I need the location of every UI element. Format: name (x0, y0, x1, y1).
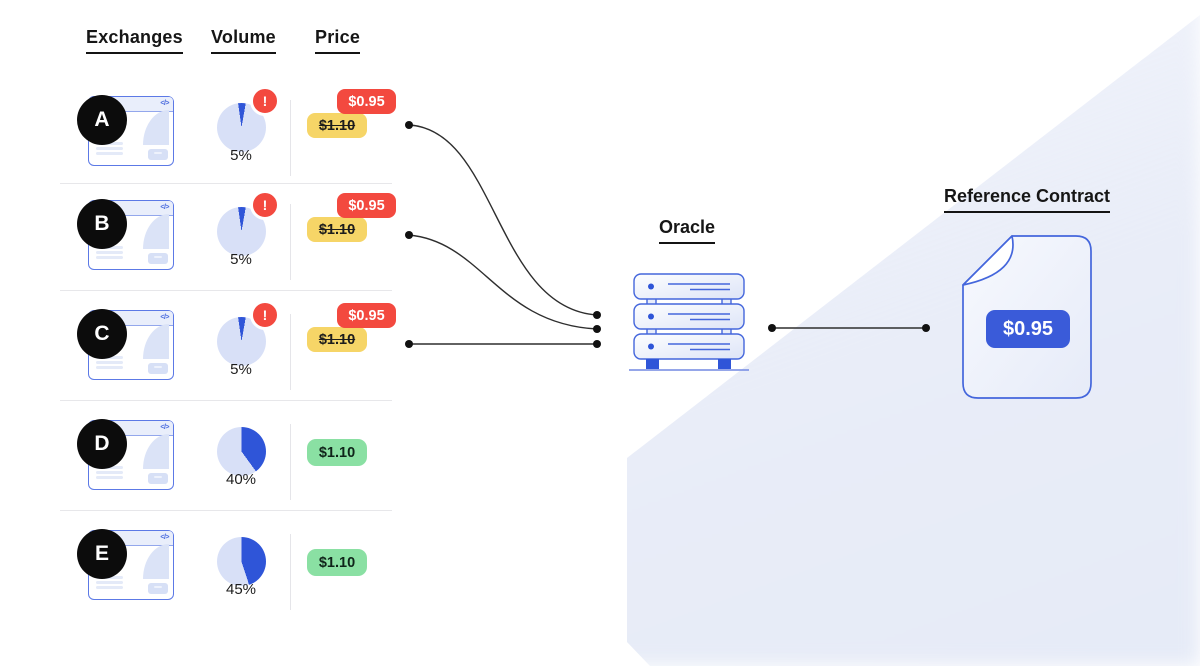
volume-percent-label: 5% (230, 251, 252, 268)
code-icon: </> (160, 424, 169, 431)
fair-price-badge: $1.10 (307, 549, 367, 576)
mini-button (148, 473, 168, 484)
exchange-letter-badge: C (77, 309, 127, 359)
volume-percent-label: 5% (230, 147, 252, 164)
code-icon: </> (160, 314, 169, 321)
volume-percent-label: 5% (230, 361, 252, 378)
code-icon: </> (160, 534, 169, 541)
exchange-letter-badge: D (77, 419, 127, 469)
manipulated-price-badge: $0.95 (337, 193, 396, 218)
alert-icon: ! (250, 300, 280, 330)
alert-icon: ! (250, 86, 280, 116)
row-divider (60, 510, 392, 511)
column-divider (290, 534, 291, 610)
code-icon: </> (160, 100, 169, 107)
connector-dot (768, 324, 776, 332)
column-divider (290, 314, 291, 390)
mini-chart-shape (143, 214, 169, 249)
column-header-exchanges: Exchanges (86, 27, 183, 54)
column-divider (290, 100, 291, 176)
exchange-row-a: </> A ! 5% $0.95 $1.10 (60, 86, 405, 198)
mini-chart-shape (143, 544, 169, 579)
mini-chart-shape (143, 324, 169, 359)
contract-price-badge: $0.95 (986, 310, 1070, 348)
exchange-letter-badge: E (77, 529, 127, 579)
manipulated-price-badge: $0.95 (337, 303, 396, 328)
exchange-row-b: </> B ! 5% $0.95 $1.10 (60, 190, 405, 302)
connector-dot (593, 340, 601, 348)
old-price-badge: $1.10 (307, 113, 367, 138)
exchange-row-e: </> E 45% $1.10 (60, 520, 405, 632)
volume-pie-chart (217, 427, 266, 476)
connector-dot (405, 340, 413, 348)
volume-pie-chart (217, 537, 266, 586)
alert-icon: ! (250, 190, 280, 220)
row-divider (60, 400, 392, 401)
connector-dot (593, 311, 601, 319)
exchange-letter-badge: B (77, 199, 127, 249)
mini-button (148, 253, 168, 264)
oracle-title: Oracle (612, 217, 762, 244)
exchange-row-d: </> D 40% $1.10 (60, 410, 405, 522)
exchange-row-c: </> C ! 5% $0.95 $1.10 (60, 300, 405, 412)
row-divider (60, 183, 392, 184)
connector-dot (405, 121, 413, 129)
old-price-badge: $1.10 (307, 327, 367, 352)
column-header-price: Price (315, 27, 361, 54)
old-price-badge: $1.10 (307, 217, 367, 242)
fair-price-badge: $1.10 (307, 439, 367, 466)
manipulated-price-badge: $0.95 (337, 89, 396, 114)
volume-percent-label: 45% (225, 581, 257, 598)
row-divider (60, 290, 392, 291)
connector-curve-exchange-b (408, 234, 598, 330)
connector-dot (405, 231, 413, 239)
connector-dot (922, 324, 930, 332)
column-divider (290, 424, 291, 500)
connector-dot (593, 325, 601, 333)
connector-curve-exchange-a (408, 124, 598, 316)
mini-button (148, 149, 168, 160)
volume-percent-label: 40% (225, 471, 257, 488)
mini-chart-shape (143, 110, 169, 145)
oracle-server-icon (629, 273, 749, 371)
mini-button (148, 583, 168, 594)
exchange-letter-badge: A (77, 95, 127, 145)
column-header-volume: Volume (211, 27, 276, 54)
mini-chart-shape (143, 434, 169, 469)
mini-button (148, 363, 168, 374)
reference-contract-title: Reference Contract (927, 186, 1127, 213)
code-icon: </> (160, 204, 169, 211)
column-divider (290, 204, 291, 280)
folded-corner (962, 235, 1014, 286)
